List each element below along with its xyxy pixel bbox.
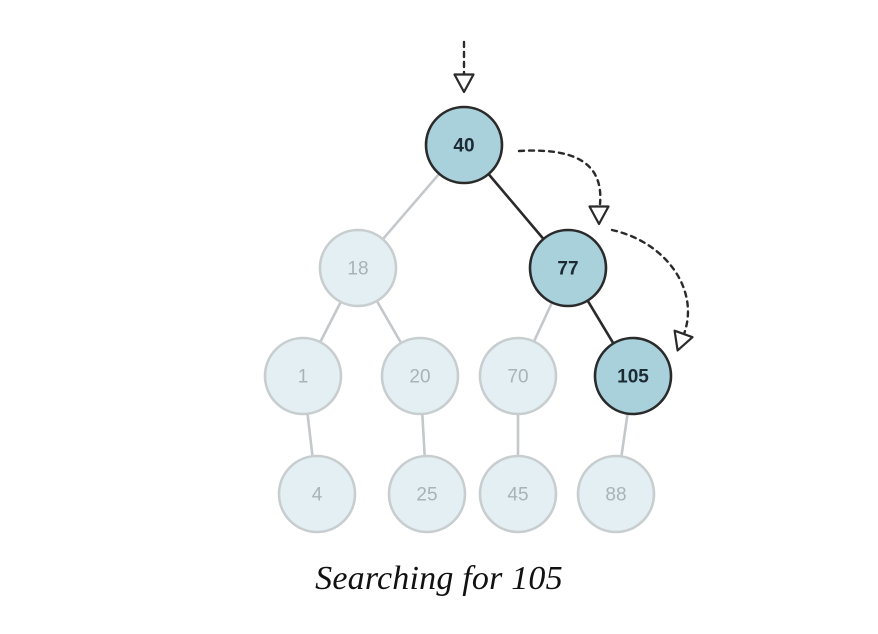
- tree-node-40: 40: [424, 105, 504, 185]
- edge-n18-n20: [375, 299, 403, 345]
- tree-node-70: 70: [478, 336, 558, 416]
- tree-node-4: 4: [277, 454, 357, 534]
- search-entry-arrow-head: [453, 73, 475, 94]
- edge-n18-n1: [318, 300, 343, 344]
- tree-node-1: 1: [263, 336, 343, 416]
- node-value: 88: [605, 485, 626, 506]
- node-circle: [277, 454, 357, 534]
- node-value: 20: [409, 367, 430, 388]
- search-step-2-arrow-line: [610, 228, 690, 336]
- node-value: 70: [507, 367, 528, 388]
- search-step-2-arrow-head: [673, 329, 694, 352]
- tree-node-20: 20: [380, 336, 460, 416]
- search-step-1-arrow-head: [588, 205, 610, 226]
- node-value: 25: [416, 485, 437, 506]
- node-value: 45: [507, 485, 528, 506]
- node-circle: [263, 336, 343, 416]
- node-value: 4: [312, 485, 323, 506]
- tree-node-45: 45: [478, 454, 558, 534]
- node-circle: [318, 228, 398, 308]
- node-circle: [528, 228, 608, 308]
- edge-n40-n18: [381, 172, 441, 241]
- edge-n1-n4: [306, 412, 314, 458]
- tree-node-25: 25: [387, 454, 467, 534]
- edge-n77-n105: [586, 299, 615, 345]
- node-circle: [424, 105, 504, 185]
- search-step-1-arrow-line: [517, 149, 602, 206]
- tree-nodes: 40 18 77 1 20 70 105 4 25 45 88: [263, 105, 673, 534]
- node-circle: [576, 454, 656, 534]
- node-circle: [478, 454, 558, 534]
- node-value: 105: [617, 367, 649, 388]
- tree-node-88: 88: [576, 454, 656, 534]
- diagram-caption: Searching for 105: [315, 560, 563, 597]
- node-circle: [380, 336, 460, 416]
- tree-node-77: 77: [528, 228, 608, 308]
- node-value: 40: [453, 136, 474, 157]
- node-value: 77: [557, 259, 578, 280]
- node-value: 1: [298, 367, 309, 388]
- edge-n105-n88: [620, 412, 629, 458]
- edge-n40-n77: [487, 172, 545, 241]
- tree-node-18: 18: [318, 228, 398, 308]
- edge-n20-n25: [420, 412, 427, 458]
- edge-n77-n70: [532, 301, 554, 343]
- node-circle: [387, 454, 467, 534]
- node-value: 18: [347, 259, 368, 280]
- node-circle: [593, 336, 673, 416]
- search-path-arrows: [453, 40, 694, 352]
- tree-node-105: 105: [593, 336, 673, 416]
- tree-edges: [306, 172, 629, 458]
- node-circle: [478, 336, 558, 416]
